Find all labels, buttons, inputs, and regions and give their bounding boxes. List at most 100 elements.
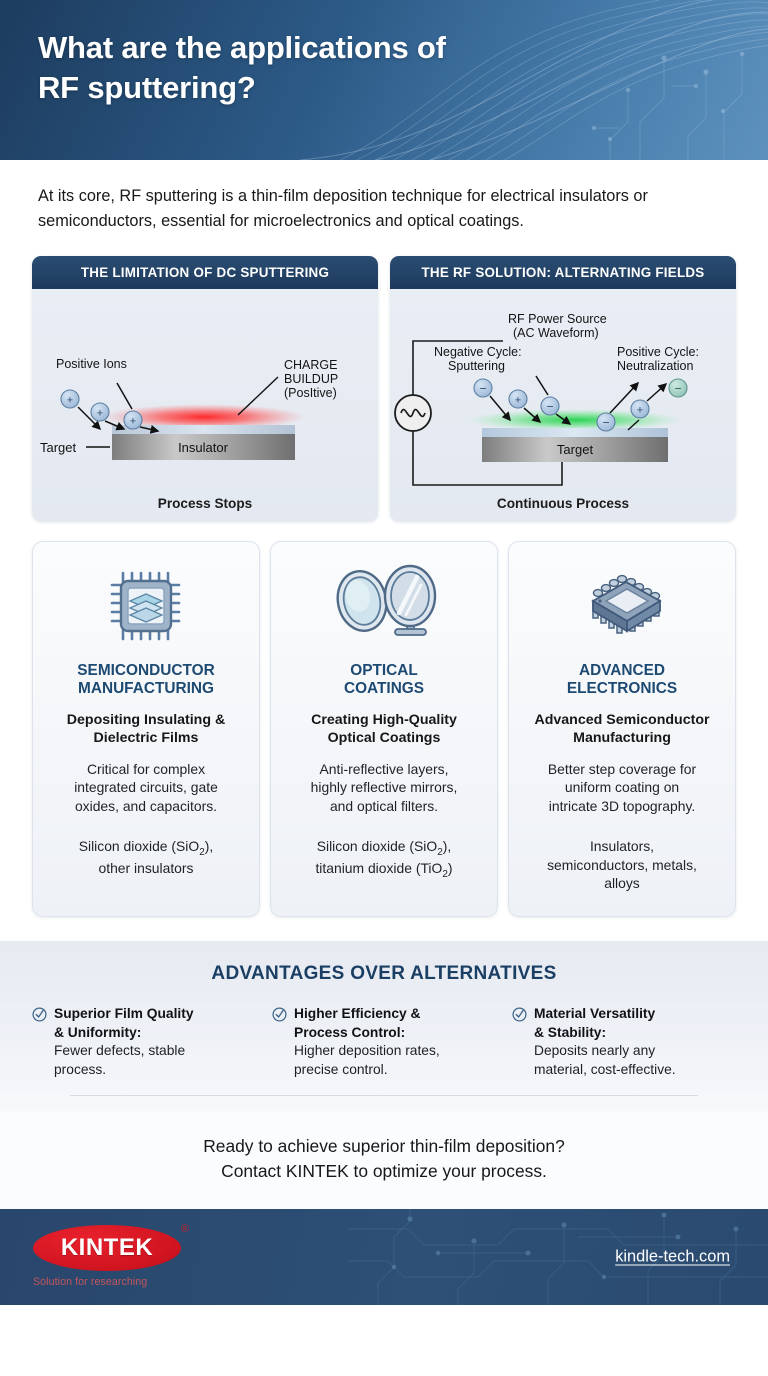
- advantage-body: Fewer defects, stable process.: [54, 1043, 186, 1077]
- page-title: What are the applications of RF sputteri…: [38, 30, 446, 105]
- card-description: Critical for complex integrated circuits…: [74, 760, 218, 814]
- advantage-text: Higher Efficiency & Process Control: Hig…: [294, 1005, 440, 1079]
- svg-text:+: +: [67, 394, 73, 406]
- charge-glow: [102, 403, 306, 430]
- footer-circuit-decoration: [348, 1208, 768, 1305]
- materials-post: ), other insulators: [98, 838, 214, 877]
- advantages-section: ADVANTAGES OVER ALTERNATIVES Superior Fi…: [0, 941, 768, 1113]
- dc-caption: Process Stops: [157, 495, 253, 511]
- section-divider: [70, 1095, 698, 1097]
- registered-mark-icon: ®: [180, 1223, 189, 1236]
- page-footer: KINTEK ® Solution for researching kindle…: [0, 1208, 768, 1305]
- check-circle-icon: [32, 1007, 47, 1027]
- card-description: Anti-reflective layers, highly reflectiv…: [310, 760, 458, 814]
- substrate-slab: [112, 433, 295, 460]
- dc-substrate-label: Insulator: [178, 440, 229, 455]
- materials-sub2: 2: [442, 868, 448, 880]
- card-subtitle: Creating High-Quality Optical Coatings: [311, 712, 457, 746]
- dc-ion-3: +: [116, 382, 160, 434]
- rf-caption: Continuous Process: [496, 495, 630, 511]
- card-title: SEMICONDUCTOR MANUFACTURING: [77, 661, 215, 698]
- rf-negative-label-1: Negative Cycle:: [434, 345, 522, 359]
- card-materials: Silicon dioxide (SiO2), titanium dioxide…: [315, 837, 452, 881]
- kintek-logo[interactable]: KINTEK ® Solution for researching: [33, 1223, 193, 1288]
- card-subtitle: Advanced Semiconductor Manufacturing: [534, 712, 710, 746]
- check-circle-icon: [272, 1007, 287, 1027]
- svg-text:−: −: [479, 381, 486, 395]
- advantage-head: Higher Efficiency & Process Control:: [294, 1006, 421, 1040]
- panel-dc-header: THE LIMITATION OF DC SPUTTERING: [32, 255, 378, 289]
- mirror-shape: [383, 564, 437, 636]
- logo-ellipse: KINTEK ®: [33, 1223, 189, 1272]
- svg-text:−: −: [674, 381, 681, 395]
- card-materials: Insulators, semiconductors, metals, allo…: [547, 837, 697, 896]
- svg-text:−: −: [546, 399, 553, 413]
- advantage-head: Material Versatility & Stability:: [534, 1006, 656, 1040]
- dc-ion-2: +: [90, 401, 126, 430]
- lens-mirror-icon: [329, 558, 439, 654]
- rf-particle-pos-1: +: [508, 388, 542, 423]
- card-description: Better step coverage for uniform coating…: [547, 760, 697, 814]
- advantage-body: Deposits nearly any material, cost-effec…: [534, 1043, 676, 1077]
- dc-charge-label-2: BUILDUP: [284, 372, 338, 386]
- lens-shape: [336, 569, 388, 632]
- rf-particle-neg-3: −: [596, 381, 640, 432]
- dc-ion-1: +: [60, 388, 102, 430]
- rf-source-label-1: RF Power Source: [508, 312, 607, 326]
- rf-positive-label-2: Neutralization: [617, 359, 693, 373]
- rf-positive-label-1: Positive Cycle:: [617, 345, 699, 359]
- panel-rf-body: RF Power Source (AC Waveform) Negative C…: [390, 288, 736, 521]
- dc-charge-label-1: CHARGE: [284, 358, 337, 372]
- ic-die: [604, 587, 650, 614]
- rf-negative-label-2: Sputtering: [448, 359, 505, 373]
- layer-stack: [128, 592, 164, 623]
- materials-pre: Silicon dioxide (SiO: [78, 838, 200, 855]
- microchip-layers-icon: [103, 558, 189, 654]
- materials-pre: Insulators, semiconductors, metals, allo…: [547, 838, 697, 892]
- advantage-item: Higher Efficiency & Process Control: Hig…: [272, 1005, 496, 1079]
- rf-circuit-wiring: [412, 339, 563, 486]
- ac-source-symbol: [394, 393, 432, 432]
- application-cards: SEMICONDUCTOR MANUFACTURING Depositing I…: [0, 521, 768, 918]
- panel-dc-body: Positive Ions Insulator Target +: [32, 288, 378, 521]
- advantages-grid: Superior Film Quality & Uniformity: Fewe…: [32, 1005, 736, 1079]
- advantage-text: Material Versatility & Stability: Deposi…: [534, 1005, 676, 1079]
- rf-thin-film-layer: [482, 427, 668, 437]
- rf-particle-neg-4: −: [668, 377, 688, 398]
- rf-solution-diagram: RF Power Source (AC Waveform) Negative C…: [394, 312, 699, 486]
- intro-paragraph: At its core, RF sputtering is a thin-fil…: [38, 187, 648, 230]
- materials-post: ), titanium dioxide (TiO: [315, 838, 452, 877]
- advantage-head: Superior Film Quality & Uniformity:: [54, 1006, 194, 1040]
- card-semiconductor-manufacturing[interactable]: SEMICONDUCTOR MANUFACTURING Depositing I…: [32, 540, 260, 918]
- card-subtitle: Depositing Insulating & Dielectric Films: [66, 712, 226, 746]
- card-title: ADVANCED ELECTRONICS: [566, 661, 678, 698]
- panel-rf-solution: THE RF SOLUTION: ALTERNATING FIELDS: [390, 255, 736, 521]
- page-header: What are the applications of RF sputteri…: [0, 0, 768, 160]
- rf-substrate-label: Target: [557, 442, 594, 457]
- materials-pre: Silicon dioxide (SiO: [316, 838, 438, 855]
- website-link[interactable]: kindle-tech.com: [615, 1247, 730, 1266]
- rf-source-label-2: (AC Waveform): [513, 326, 599, 340]
- panel-rf-header: THE RF SOLUTION: ALTERNATING FIELDS: [390, 255, 736, 289]
- materials-sub: 2: [437, 846, 443, 858]
- svg-text:+: +: [637, 404, 643, 416]
- advantages-title: ADVANTAGES OVER ALTERNATIVES: [211, 963, 557, 985]
- advantage-item: Superior Film Quality & Uniformity: Fewe…: [32, 1005, 256, 1079]
- rf-particle-pos-2: +: [627, 382, 668, 431]
- materials-post2: ): [447, 860, 453, 877]
- card-materials: Silicon dioxide (SiO2), other insulators: [79, 837, 214, 878]
- logo-text: KINTEK: [60, 1234, 154, 1262]
- advantage-text: Superior Film Quality & Uniformity: Fewe…: [54, 1005, 194, 1079]
- check-circle-icon: [512, 1007, 527, 1027]
- svg-text:+: +: [130, 415, 136, 427]
- advantage-item: Material Versatility & Stability: Deposi…: [512, 1005, 736, 1079]
- card-optical-coatings[interactable]: OPTICAL COATINGS Creating High-Quality O…: [270, 540, 498, 918]
- card-advanced-electronics[interactable]: ADVANCED ELECTRONICS Advanced Semiconduc…: [508, 540, 736, 918]
- advantage-body: Higher deposition rates, precise control…: [294, 1043, 440, 1077]
- ic-package-3d-icon: [572, 558, 672, 654]
- ic-body-right: [626, 598, 661, 633]
- plasma-glow: [467, 408, 683, 431]
- diagram-panels: THE LIMITATION OF DC SPUTTERING: [0, 240, 768, 521]
- header-wave-decoration: [299, 0, 768, 160]
